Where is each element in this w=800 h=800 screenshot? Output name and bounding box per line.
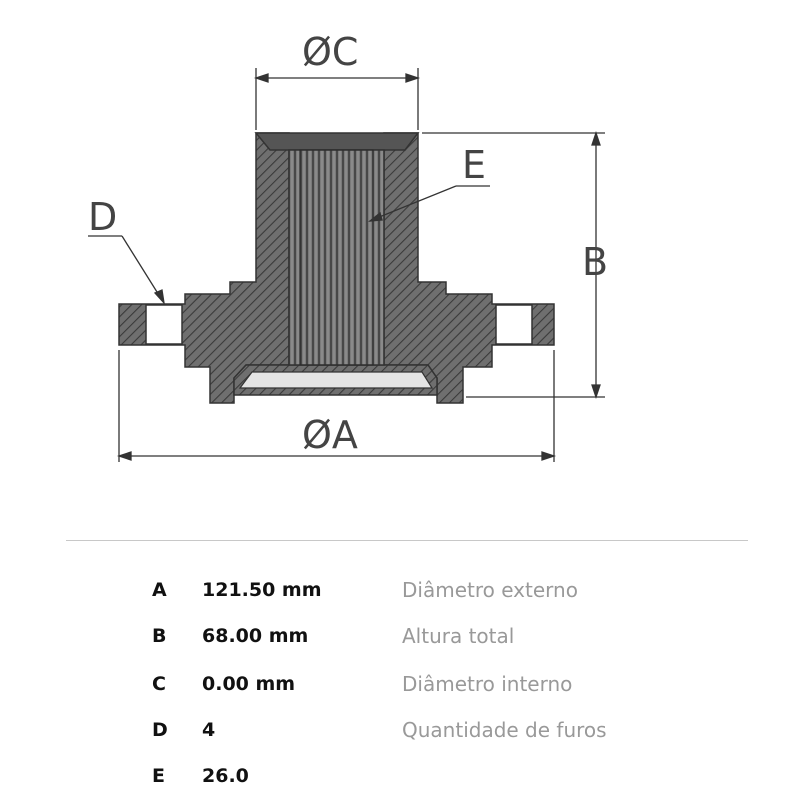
spec-letter: B: [152, 625, 167, 647]
label-d: D: [88, 195, 117, 239]
spec-description: Altura total: [402, 624, 515, 648]
spec-letter: D: [152, 719, 168, 741]
bolt-hole-right: [495, 304, 533, 345]
spec-letter: C: [152, 673, 166, 695]
label-e: E: [462, 143, 486, 187]
spec-value: 0.00 mm: [202, 673, 296, 695]
spec-letter: A: [152, 579, 167, 601]
spline-bore: [288, 149, 385, 366]
spec-row-b: B 68.00 mm Altura total: [0, 621, 800, 651]
section-divider: [66, 540, 748, 541]
dimension-c: [253, 68, 421, 130]
dimension-b: [422, 130, 605, 400]
spec-row-c: C 0.00 mm Diâmetro interno: [0, 669, 800, 699]
hub-technical-drawing: ØC B ØA D E: [88, 30, 608, 462]
leader-e: [367, 185, 490, 222]
spec-description: Diâmetro externo: [402, 578, 578, 602]
spec-row-e: E 26.0: [0, 761, 800, 791]
spec-value: 121.50 mm: [202, 579, 322, 601]
spec-row-a: A 121.50 mm Diâmetro externo: [0, 575, 800, 605]
spec-value: 68.00 mm: [202, 625, 309, 647]
label-b: B: [582, 240, 608, 284]
label-diameter-a: ØA: [302, 413, 358, 457]
dimension-a: [116, 350, 557, 462]
bolt-hole-left: [145, 304, 183, 345]
spec-description: Quantidade de furos: [402, 718, 607, 742]
spec-description: Diâmetro interno: [402, 672, 573, 696]
spec-value: 4: [202, 719, 216, 741]
leader-d: [88, 235, 165, 306]
spec-letter: E: [152, 765, 165, 787]
label-diameter-c: ØC: [302, 30, 358, 74]
spec-value: 26.0: [202, 765, 249, 787]
spec-row-d: D 4 Quantidade de furos: [0, 715, 800, 745]
